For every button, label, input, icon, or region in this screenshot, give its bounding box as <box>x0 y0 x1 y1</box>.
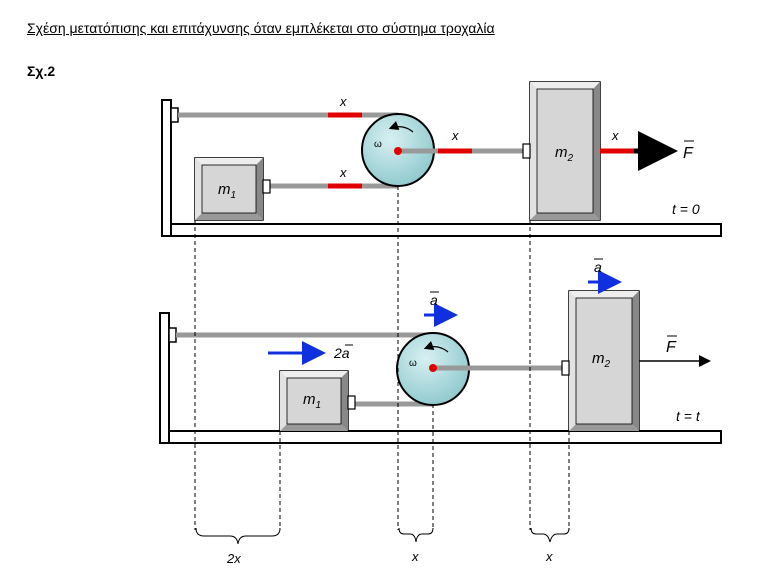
top-lower-rope-x: x <box>339 165 347 180</box>
top-pulley-omega: ω <box>374 139 382 150</box>
bottom-mass1-block <box>279 370 356 432</box>
top-time-label: t = 0 <box>672 201 700 217</box>
mass1-displacement-brace <box>195 527 281 545</box>
top-pulley-axle <box>394 147 402 155</box>
top-floor <box>161 223 722 237</box>
displacement-guides <box>194 186 570 530</box>
bottom-pulley-axle <box>429 364 437 372</box>
top-wall <box>161 99 172 237</box>
page-title: Σχέση μετατόπισης και επιτάχυνσης όταν ε… <box>27 20 495 36</box>
top-force-rope-x: x <box>611 128 619 143</box>
mass1-displacement-label: 2x <box>226 551 241 566</box>
bottom-pulley-accel-label: a <box>430 292 438 308</box>
bottom-mass2-accel-label: a <box>594 259 602 275</box>
top-pulley-rotation-arrow <box>388 121 414 133</box>
bottom-wall <box>159 312 170 444</box>
top-scene: x x m1 ω x <box>161 81 722 237</box>
bottom-wall-hook <box>168 327 177 343</box>
bottom-mass2-block <box>561 290 640 432</box>
top-force-label: F <box>683 145 694 162</box>
bottom-mass2-label: m2 <box>592 350 611 370</box>
bottom-mass1-accel-label: 2a <box>333 345 350 361</box>
bottom-scene: m1 2a ω a m2 a <box>159 258 722 444</box>
bottom-pulley-omega: ω <box>409 358 417 369</box>
bottom-force-label: F <box>666 339 677 356</box>
figure-label: Σχ.2 <box>27 63 56 79</box>
top-mass2-label: m2 <box>555 144 574 164</box>
mass2-displacement-label: x <box>545 549 553 564</box>
pulley-displacement-label: x <box>411 549 419 564</box>
mass2-displacement-brace <box>530 527 570 543</box>
top-mass2-block <box>522 81 601 221</box>
top-wall-hook <box>170 107 179 123</box>
bottom-pulley-rotation-arrow <box>423 341 449 353</box>
top-mass1-block <box>194 157 271 221</box>
top-mass1-label: m1 <box>218 181 236 201</box>
pulley-displacement-brace <box>398 527 434 543</box>
top-upper-rope-x: x <box>339 94 347 109</box>
bottom-mass1-label: m1 <box>303 391 321 411</box>
bottom-time-label: t = t <box>676 408 701 424</box>
top-axle-rope-x: x <box>451 128 459 143</box>
bottom-floor <box>159 430 722 444</box>
